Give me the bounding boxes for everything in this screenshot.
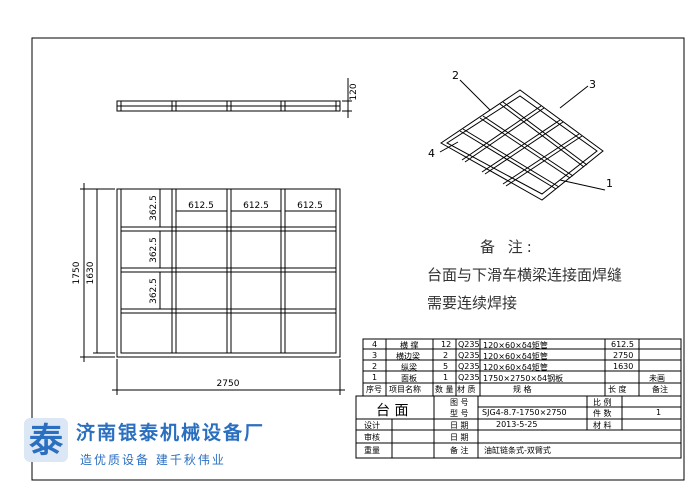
column-dim-3: 612.5: [297, 201, 323, 211]
cell-spec: 1750×2750×δ4钢板: [483, 374, 564, 383]
design-label: 设计: [364, 421, 380, 430]
iso-callout-4: 4: [428, 147, 435, 160]
table-row: 4 横 撑 12 Q235 120×60×δ4矩管 612.5: [363, 340, 681, 350]
plan-outer-height-dim: 1750: [72, 261, 82, 284]
row-dim-3: 362.5: [149, 278, 159, 304]
company-slogan: 造优质设备 建千秋伟业: [80, 453, 226, 467]
scale-label: 比 例: [593, 398, 612, 407]
side-view: [116, 78, 352, 118]
cell-spec: 120×60×δ4矩管: [483, 341, 548, 350]
table-header: 序号 项目名称 数 量 材 质 规 格 长 度 备注: [363, 384, 681, 395]
cell-qty: 5: [443, 362, 449, 371]
drawing-no-label: 图 号: [450, 398, 469, 407]
cell-spec: 120×60×δ4矩管: [483, 363, 548, 372]
cell-no: 1: [372, 373, 378, 382]
sheet-frame: [31, 37, 685, 481]
header-no: 序号: [366, 385, 382, 394]
cell-name: 面板: [401, 374, 417, 383]
model-value: SJG4-8.7-1750×2750: [482, 408, 567, 417]
parts-table-lines: [362, 338, 682, 397]
table-row: 3 横边梁 2 Q235 120×60×δ4矩管 2750: [363, 351, 681, 361]
cell-material: Q235: [458, 351, 480, 360]
cell-name: 横边梁: [396, 352, 420, 361]
header-note: 备注: [652, 385, 668, 394]
side-height-dim: 120: [349, 83, 359, 100]
iso-callout-1: 1: [606, 177, 613, 190]
material-label: 材 料: [593, 421, 612, 430]
remark-value: 油缸链条式-双臂式: [484, 446, 551, 455]
cell-name: 横 撑: [400, 341, 419, 350]
table-row: 1 面板 1 Q235 1750×2750×δ4钢板 未画: [363, 373, 681, 383]
cell-spec: 120×60×δ4矩管: [483, 352, 548, 361]
header-material: 材 质: [457, 385, 476, 394]
header-spec: 规 格: [513, 385, 532, 394]
model-label: 型 号: [450, 409, 469, 418]
date-value: 2013-5-25: [496, 420, 538, 429]
column-dim-2: 612.5: [243, 201, 269, 211]
cell-length: 612.5: [611, 340, 634, 349]
row-dim-2: 362.5: [149, 237, 159, 263]
iso-callout-2: 2: [452, 69, 459, 82]
cell-no: 4: [372, 340, 378, 349]
company-logo-icon: 泰: [24, 418, 68, 462]
title-block: 台 面 图 号 型 号 SJG4-8.7-1750×2750 比 例 件 数 1…: [356, 396, 681, 458]
iso-callout-3: 3: [589, 78, 596, 91]
cell-length: 1630: [613, 362, 634, 371]
review-label: 审核: [364, 433, 380, 442]
title-block-lines: [355, 395, 682, 459]
part-name: 台 面: [376, 403, 409, 419]
cell-material: Q235: [458, 373, 480, 382]
weight-label: 重量: [364, 446, 380, 455]
plan-width-dim: 2750: [217, 379, 240, 389]
cell-length: 2750: [613, 351, 634, 360]
notes-line-2: 需要连续焊接: [427, 294, 518, 312]
cell-note: 未画: [649, 374, 665, 383]
notes-title: 备 注:: [480, 238, 536, 256]
cell-no: 2: [372, 362, 378, 371]
cell-qty: 2: [443, 351, 449, 360]
pieces-value: 1: [656, 408, 662, 417]
header-name: 项目名称: [389, 385, 421, 394]
cell-material: Q235: [458, 340, 480, 349]
plan-inner-height-dim: 1630: [86, 261, 96, 284]
logo-char: 泰: [29, 421, 64, 461]
pieces-label: 件 数: [593, 409, 612, 418]
remark-label: 备 注: [450, 446, 469, 455]
cell-material: Q235: [458, 362, 480, 371]
cell-no: 3: [372, 351, 378, 360]
cell-qty: 12: [441, 340, 452, 349]
plan-view: [80, 183, 345, 395]
notes-line-1: 台面与下滑车横梁连接面焊缝: [427, 266, 623, 284]
date2-label: 日 期: [450, 433, 469, 442]
table-row: 2 纵梁 5 Q235 120×60×δ4矩管 1630: [363, 362, 681, 372]
header-length: 长 度: [608, 385, 627, 394]
row-dim-1: 362.5: [149, 195, 159, 221]
date-label: 日 期: [450, 421, 469, 430]
column-dim-1: 612.5: [188, 201, 214, 211]
company-name: 济南银泰机械设备厂: [76, 422, 266, 444]
cell-qty: 1: [443, 373, 449, 382]
cell-name: 纵梁: [401, 363, 417, 372]
header-qty: 数 量: [435, 385, 454, 394]
iso-view: [439, 79, 606, 201]
parts-table: 4 横 撑 12 Q235 120×60×δ4矩管 612.5 3 横边梁 2 …: [363, 339, 681, 396]
